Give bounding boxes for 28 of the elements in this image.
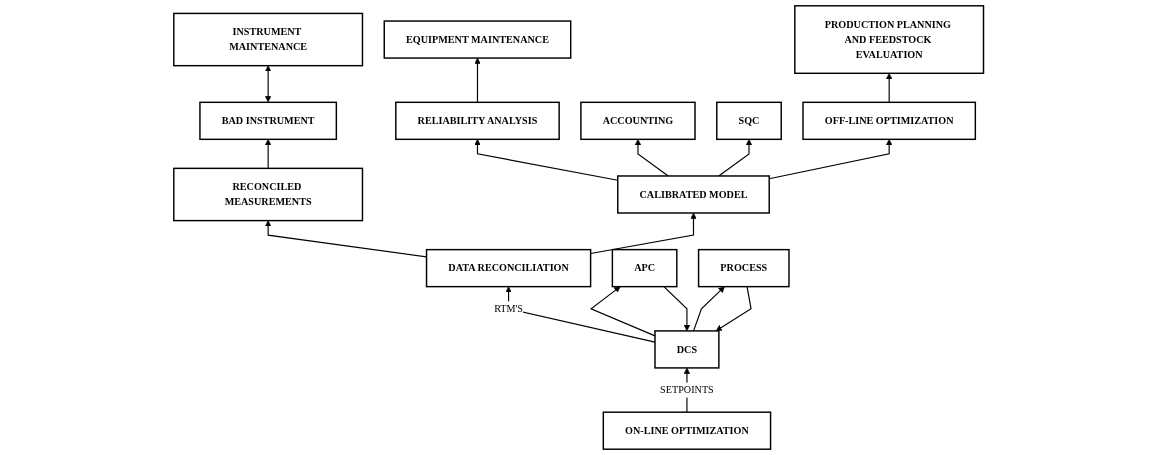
arrow (692, 286, 725, 332)
arrow (264, 65, 272, 103)
node-box: BAD INSTRUMENT (199, 101, 337, 141)
arrow (885, 73, 893, 103)
node-box: INSTRUMENT MAINTENANCE (172, 12, 364, 67)
node-box: RELIABILITY ANALYSIS (394, 101, 560, 141)
node-box: CALIBRATED MODEL (616, 175, 770, 214)
arrow (474, 57, 481, 103)
node-box: DATA RECONCILIATION (425, 248, 592, 288)
edge-label: RTM'S (493, 303, 523, 315)
node-box: EQUIPMENT MAINTENANCE (383, 20, 572, 59)
node-box: RECONCILED MEASUREMENTS (172, 167, 364, 222)
arrow (715, 286, 752, 332)
node-box: SQC (715, 101, 782, 141)
node-box: PRODUCTION PLANNING AND FEEDSTOCK EVALUATION (793, 5, 985, 74)
arrow (264, 139, 272, 169)
node-box: ON-LINE OPTIMIZATION (602, 411, 772, 450)
node-box: OFF-LINE OPTIMIZATION (802, 101, 976, 141)
node-box: PROCESS (697, 248, 790, 288)
arrow (768, 139, 893, 180)
node-box: DCS (654, 330, 720, 369)
node-box: ACCOUNTING (580, 101, 696, 141)
arrow (634, 139, 669, 177)
arrow (718, 139, 753, 177)
node-box: APC (611, 248, 678, 288)
arrow (663, 286, 690, 332)
edge-label: SETPOINTS (659, 384, 714, 396)
arrow (264, 220, 427, 258)
